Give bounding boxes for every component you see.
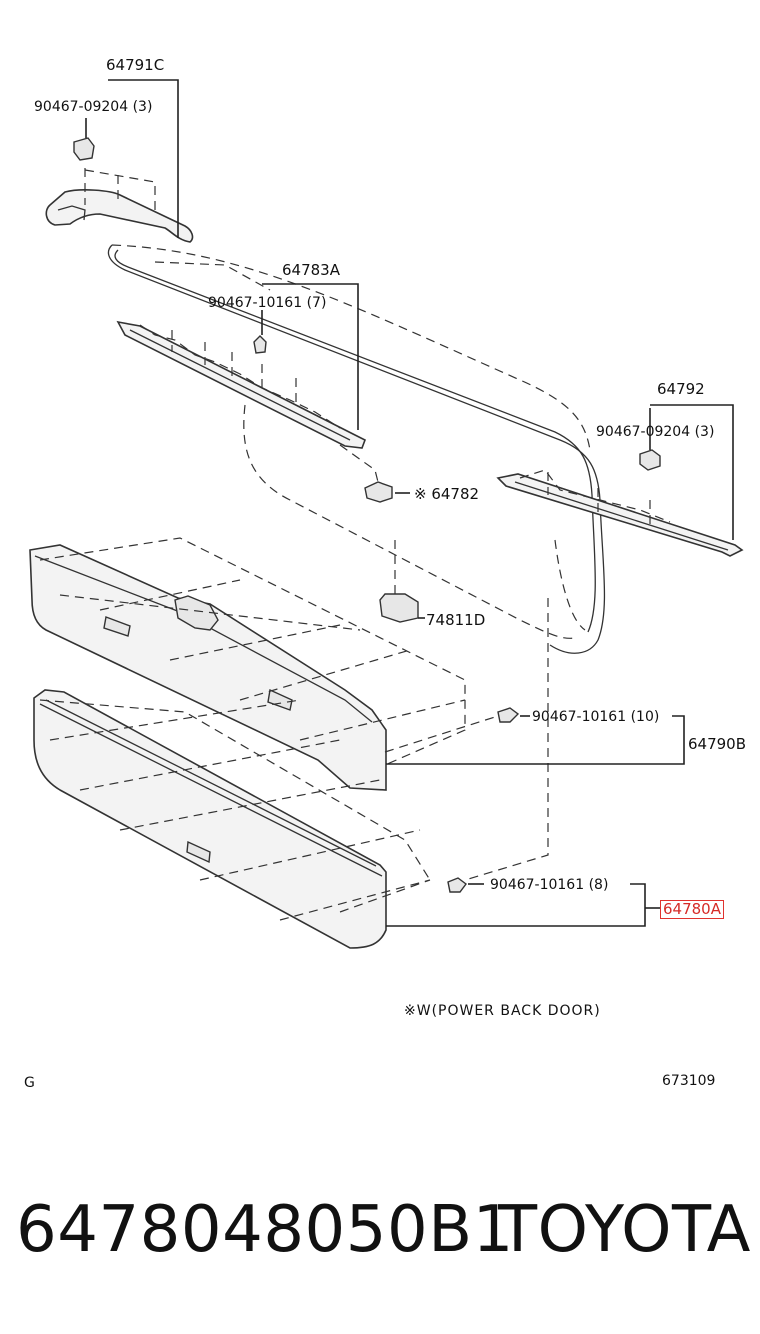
- part-74811d: [379, 540, 425, 623]
- label-90467-10161-7: 90467-10161 (7): [208, 295, 327, 311]
- part-64791c: [45, 79, 194, 243]
- footnote-power-back-door: ※W(POWER BACK DOOR): [404, 1003, 601, 1019]
- part-64780a: [33, 689, 660, 949]
- corner-code-left: G: [24, 1075, 35, 1091]
- label-90467-10161-10: 90467-10161 (10): [532, 709, 660, 725]
- label-90467-10161-8: 90467-10161 (8): [490, 877, 609, 893]
- label-64783a: 64783A: [282, 261, 340, 279]
- label-64792: 64792: [657, 380, 705, 398]
- part-64792: [496, 404, 744, 557]
- part-number: 6478048050B1: [16, 1193, 514, 1267]
- label-64782: ※ 64782: [414, 485, 480, 503]
- brand-name: TOYOTA: [498, 1193, 751, 1267]
- diagram-code: 673109: [662, 1073, 716, 1089]
- parts-diagram: [29, 79, 744, 949]
- label-74811d: 74811D: [426, 611, 486, 629]
- label-64780a-highlighted[interactable]: 64780A: [660, 900, 724, 919]
- label-90467-09204-right: 90467-09204 (3): [596, 424, 715, 440]
- part-64790b: [29, 537, 685, 881]
- label-90467-09204-upper: 90467-09204 (3): [34, 99, 153, 115]
- back-door-outline: [107, 244, 606, 654]
- label-64790b: 64790B: [688, 735, 747, 753]
- label-64791c: 64791C: [106, 56, 165, 74]
- part-64783a: [116, 283, 367, 449]
- part-64782: [339, 444, 410, 503]
